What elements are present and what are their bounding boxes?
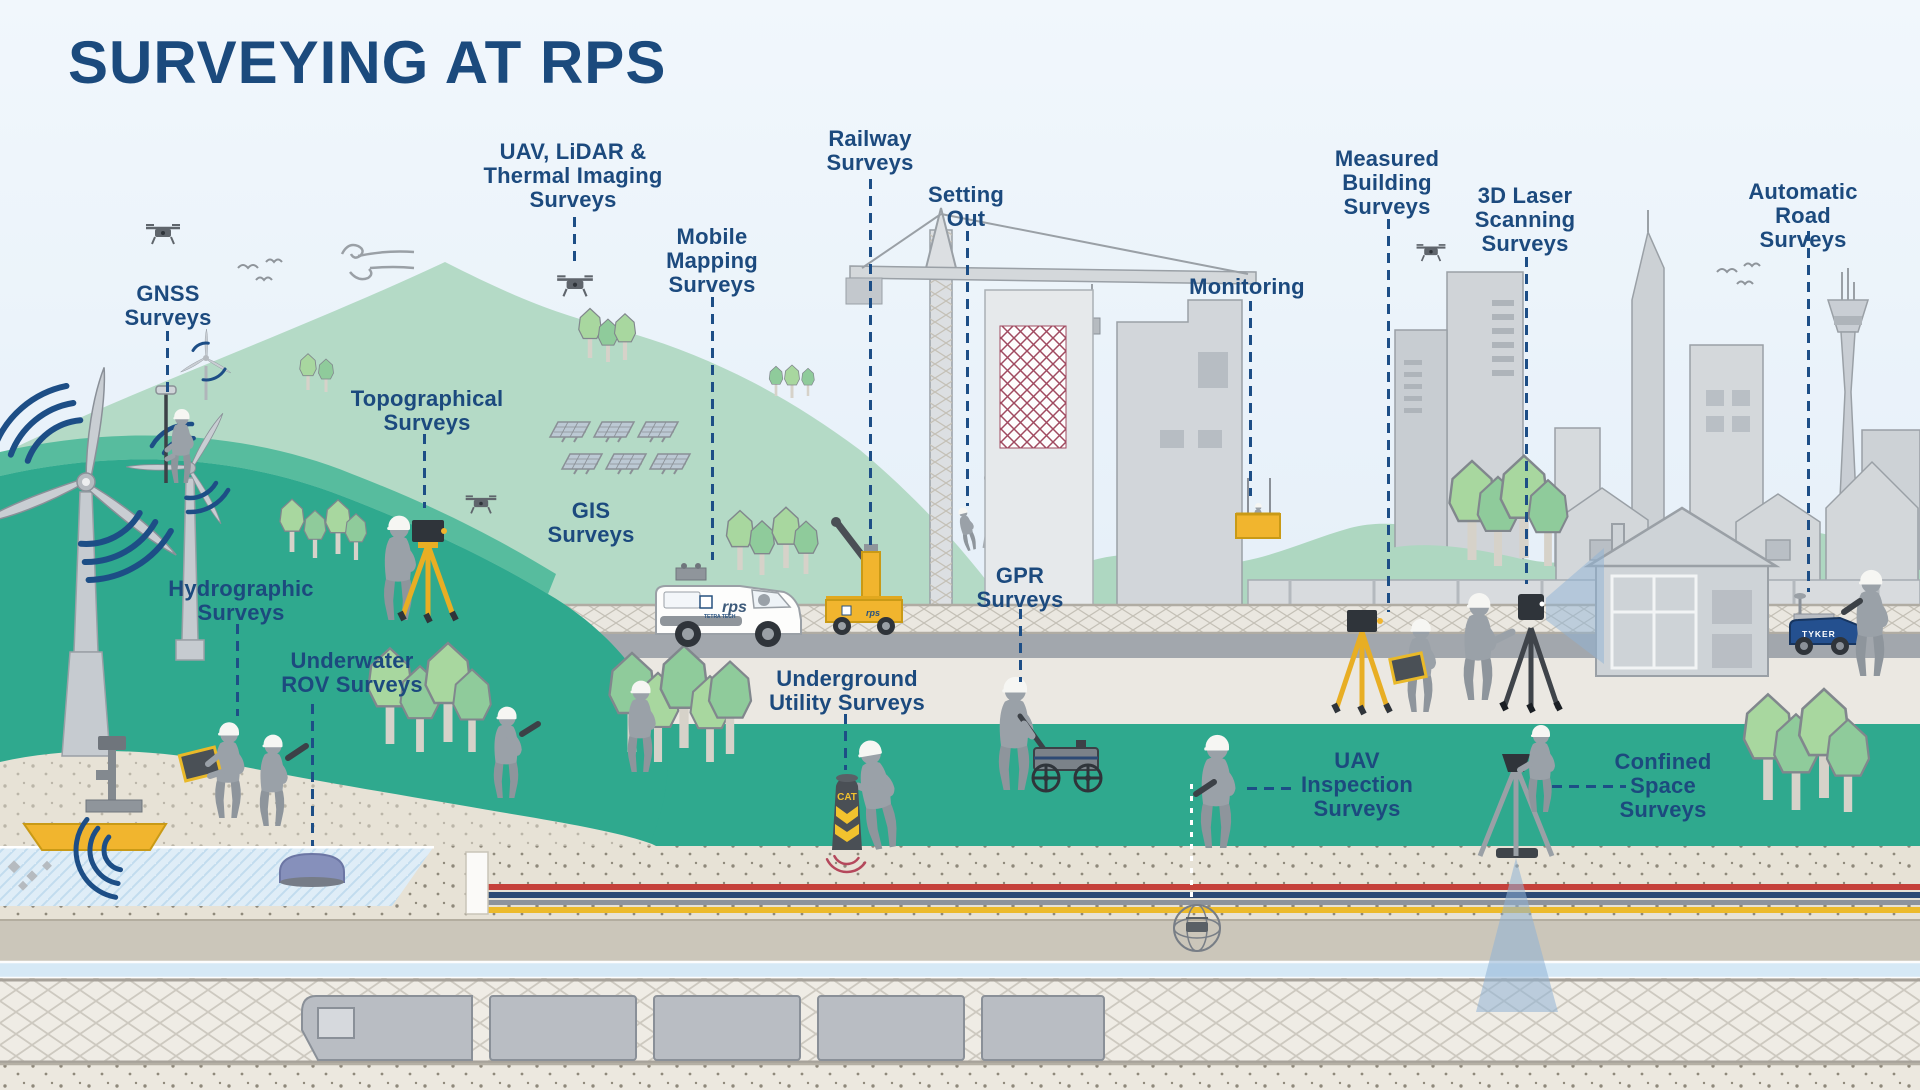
metro-train [301,995,1105,1061]
label-laser-scanning: 3D Laser Scanning Surveys [1474,183,1576,256]
topographical-surveyor [384,515,459,624]
underwater-rov [279,852,345,887]
birds-icon-right [1716,262,1761,286]
cat-scanner: CAT [832,774,862,850]
hydrographic-surveyor [177,722,245,818]
label-setting-out: Setting Out [928,182,1004,231]
confined-space-team [1476,725,1558,1012]
trolley-brand-text: rps [866,608,880,618]
leader-mobile-mapping [710,297,714,560]
leader-uav-inspection [1247,786,1297,790]
bottom-concrete [0,1062,1920,1090]
measured-building-team [1331,610,1437,716]
label-uav-lidar-thermal: UAV, LiDAR & Thermal Imaging Surveys [483,139,663,212]
confined-space-beam [1476,858,1558,1012]
wind-turbine-medium [125,411,237,661]
teal-hill-shade [0,435,556,594]
leader-monitoring [1248,301,1252,496]
label-gis-surveys: GIS Surveys [547,498,635,547]
label-hydrographic: Hydrographic Surveys [168,576,314,625]
leader-gnss-surveys [165,331,169,396]
beach [0,750,656,846]
monitoring-cradle [1235,478,1281,539]
leader-hydrographic [235,624,239,716]
laser-scanner-3d [1499,594,1563,714]
leader-measured-building [1386,219,1390,612]
building-monitored [1116,299,1281,613]
cat-scan-operator: CAT [823,737,905,874]
gpr-surveyor [998,676,1103,793]
mobile-mapping-van: TETRA TECH rps [655,563,802,647]
cat-label-text: CAT [837,792,857,803]
van-brand-text: rps [722,599,747,616]
leader-laser-scanning [1524,257,1528,584]
page-title: SURVEYING AT RPS [68,29,667,96]
tower-crane [845,207,1257,613]
leader-railway-surveys [868,179,872,545]
label-railway-surveys: Railway Surveys [826,126,914,175]
leader-setting-out [965,231,969,506]
caged-inspection-drone [1173,904,1221,952]
laser-scanning-team [1463,548,1604,714]
label-measured-building: Measured Building Surveys [1334,146,1440,219]
leader-gpr-surveys [1018,609,1022,682]
gpr-cart [1031,740,1103,793]
label-uav-inspection: UAV Inspection Surveys [1300,748,1414,821]
scanner-beam [1546,548,1604,664]
label-monitoring: Monitoring [1189,274,1305,299]
leader-uav-inspection-drop [1189,784,1193,900]
label-automatic-road: Automatic Road Surveys [1748,179,1858,252]
label-underwater-rov: Underwater ROV Surveys [281,648,423,697]
tyker-label-text: TYKER [1802,629,1836,639]
leader-topographical [422,434,426,508]
total-station-yellow [1331,610,1393,716]
total-station-yellow [397,520,459,624]
wind-swoosh-icon [340,243,415,281]
road-robot-operator [1841,569,1889,676]
sonar-arcs [73,799,175,901]
leader-underground-utility [843,714,847,770]
wind-turbine-large [0,365,187,757]
leader-confined-space [1552,784,1626,788]
label-confined-space: Confined Space Surveys [1614,749,1712,822]
label-underground-utility: Underground Utility Surveys [769,666,925,715]
label-topographical: Topographical Surveys [350,386,504,435]
leader-uav-lidar-thermal [572,217,576,263]
label-mobile-mapping: Mobile Mapping Surveys [666,224,758,297]
uav-inspection-operator [1193,734,1236,848]
subsoil-band [0,919,1920,962]
birds-icon-left [237,258,283,282]
rov-operator [259,734,309,826]
label-gpr-surveys: GPR Surveys [976,563,1064,612]
building-construction [984,289,1094,613]
label-gnss-surveys: GNSS Surveys [124,281,212,330]
leader-automatic-road [1806,231,1810,592]
railway-trolley: rps [825,517,903,635]
leader-underwater-rov [310,704,314,846]
laser-scan-target-house [1583,506,1781,677]
van-subbrand-text: TETRA TECH [704,614,736,620]
wind-turbine-small [179,328,232,400]
